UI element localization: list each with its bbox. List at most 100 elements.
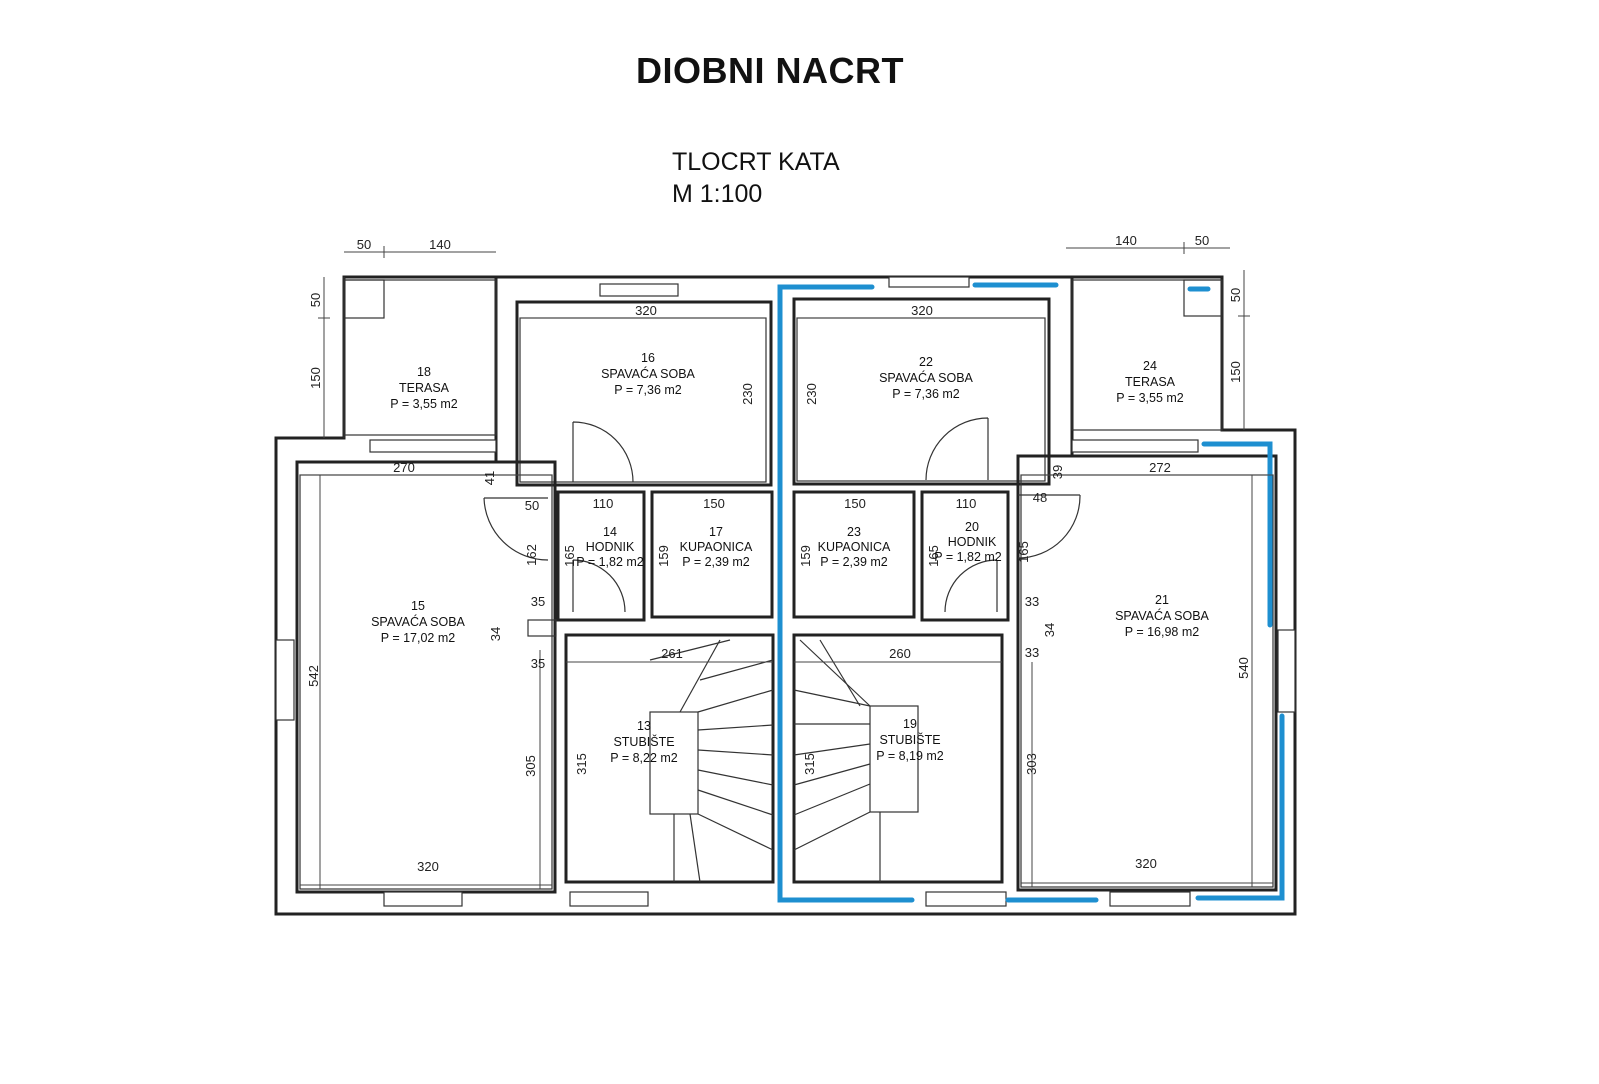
dim-label: 165 bbox=[1016, 541, 1031, 563]
dim-label: 50 bbox=[357, 237, 371, 252]
room-number: 17 bbox=[709, 525, 723, 539]
dim-label: 315 bbox=[574, 753, 589, 775]
room-number: 19 bbox=[903, 717, 917, 731]
dim-label: 260 bbox=[889, 646, 911, 661]
dim-label: 230 bbox=[804, 383, 819, 405]
room-area: P = 2,39 m2 bbox=[820, 555, 888, 569]
dim-label: 110 bbox=[956, 496, 977, 511]
room-area: P = 8,22 m2 bbox=[610, 751, 678, 765]
dim-label: 140 bbox=[429, 237, 451, 252]
room-name: SPAVAĆA SOBA bbox=[1115, 608, 1209, 623]
room-number: 13 bbox=[637, 719, 651, 733]
room-15-outline bbox=[295, 460, 557, 894]
dim-label: 41 bbox=[482, 471, 497, 485]
room-label-14: 14 HODNIK P = 1,82 m2 bbox=[576, 525, 644, 569]
room-area: P = 1,82 m2 bbox=[934, 550, 1002, 564]
subtitle-plan-name: TLOCRT KATA bbox=[672, 148, 840, 176]
room-name: SPAVAĆA SOBA bbox=[879, 370, 973, 385]
room-name: HODNIK bbox=[948, 535, 997, 549]
room-label-13: 13 STUBIŠTE P = 8,22 m2 bbox=[610, 719, 678, 765]
room-labels: 18 TERASA P = 3,55 m2 16 SPAVAĆA SOBA P … bbox=[371, 351, 1209, 765]
dim-label: 50 bbox=[1195, 233, 1209, 248]
room-area: P = 7,36 m2 bbox=[614, 383, 682, 397]
room-label-24: 24 TERASA P = 3,55 m2 bbox=[1116, 359, 1184, 405]
room-14-outline bbox=[556, 490, 646, 622]
room-number: 24 bbox=[1143, 359, 1157, 373]
room-17-outline bbox=[650, 490, 774, 619]
dim-label: 230 bbox=[740, 383, 755, 405]
room-number: 16 bbox=[641, 351, 655, 365]
room-name: SPAVAĆA SOBA bbox=[371, 614, 465, 629]
room-label-20: 20 HODNIK P = 1,82 m2 bbox=[934, 520, 1002, 564]
room-name: HODNIK bbox=[586, 540, 635, 554]
room-label-15: 15 SPAVAĆA SOBA P = 17,02 m2 bbox=[371, 599, 465, 645]
room-area: P = 17,02 m2 bbox=[381, 631, 456, 645]
dim-label: 33 bbox=[1025, 594, 1039, 609]
room-20-outline bbox=[920, 490, 1010, 622]
room-area: P = 8,19 m2 bbox=[876, 749, 944, 763]
room-name: KUPAONICA bbox=[818, 540, 891, 554]
dim-label: 303 bbox=[1024, 753, 1039, 775]
dim-label: 162 bbox=[524, 544, 539, 566]
dim-label: 33 bbox=[1025, 645, 1039, 660]
dim-label: 34 bbox=[1042, 623, 1057, 637]
dim-label: 140 bbox=[1115, 233, 1137, 248]
dimension-labels: 50 140 140 50 50 150 50 150 320 230 320 … bbox=[306, 233, 1251, 874]
windows bbox=[275, 276, 1296, 907]
door-swings bbox=[483, 417, 1081, 613]
dim-label: 48 bbox=[1033, 490, 1047, 505]
dim-label: 305 bbox=[523, 755, 538, 777]
room-area: P = 16,98 m2 bbox=[1125, 625, 1200, 639]
room-number: 22 bbox=[919, 355, 933, 369]
room-23-outline bbox=[792, 490, 916, 619]
room-name: STUBIŠTE bbox=[879, 732, 940, 747]
room-label-16: 16 SPAVAĆA SOBA P = 7,36 m2 bbox=[601, 351, 695, 397]
dim-label: 320 bbox=[1135, 856, 1157, 871]
room-label-17: 17 KUPAONICA P = 2,39 m2 bbox=[680, 525, 753, 569]
drawing-title: DIOBNI NACRT bbox=[636, 50, 904, 91]
dim-label: 320 bbox=[911, 303, 933, 318]
dim-label: 35 bbox=[531, 656, 545, 671]
dim-label: 34 bbox=[488, 627, 503, 641]
room-area: P = 7,36 m2 bbox=[892, 387, 960, 401]
room-label-22: 22 SPAVAĆA SOBA P = 7,36 m2 bbox=[879, 355, 973, 401]
room-name: KUPAONICA bbox=[680, 540, 753, 554]
terrace-left bbox=[343, 279, 497, 436]
dim-label: 150 bbox=[703, 496, 725, 511]
dim-label: 540 bbox=[1236, 657, 1251, 679]
dim-label: 50 bbox=[525, 498, 539, 513]
room-area: P = 3,55 m2 bbox=[1116, 391, 1184, 405]
room-number: 15 bbox=[411, 599, 425, 613]
dim-label: 110 bbox=[593, 496, 614, 511]
room-name: STUBIŠTE bbox=[613, 734, 674, 749]
dim-label: 165 bbox=[926, 545, 941, 567]
room-area: P = 2,39 m2 bbox=[682, 555, 750, 569]
dim-label: 150 bbox=[1228, 361, 1243, 383]
room-13-outline bbox=[564, 633, 775, 884]
dim-label: 315 bbox=[802, 753, 817, 775]
room-name: TERASA bbox=[1125, 375, 1176, 389]
room-label-21: 21 SPAVAĆA SOBA P = 16,98 m2 bbox=[1115, 593, 1209, 639]
room-number: 20 bbox=[965, 520, 979, 534]
room-area: P = 3,55 m2 bbox=[390, 397, 458, 411]
room-number: 18 bbox=[417, 365, 431, 379]
dim-label: 50 bbox=[1228, 288, 1243, 302]
subtitle-scale: M 1:100 bbox=[672, 180, 763, 208]
dim-label: 35 bbox=[531, 594, 545, 609]
dim-label: 261 bbox=[661, 646, 683, 661]
dimension-lines bbox=[300, 242, 1273, 889]
dim-label: 150 bbox=[844, 496, 866, 511]
apartment-boundary-highlight bbox=[777, 282, 1285, 903]
dim-label: 320 bbox=[635, 303, 657, 318]
room-name: TERASA bbox=[399, 381, 450, 395]
room-area: P = 1,82 m2 bbox=[576, 555, 644, 569]
dim-label: 39 bbox=[1050, 465, 1065, 479]
room-number: 14 bbox=[603, 525, 617, 539]
dim-label: 165 bbox=[562, 545, 577, 567]
dim-label: 50 bbox=[308, 293, 323, 307]
room-label-18: 18 TERASA P = 3,55 m2 bbox=[390, 365, 458, 411]
room-19-outline bbox=[792, 633, 1004, 884]
terrace-right bbox=[1071, 279, 1223, 431]
dim-label: 272 bbox=[1149, 460, 1171, 475]
